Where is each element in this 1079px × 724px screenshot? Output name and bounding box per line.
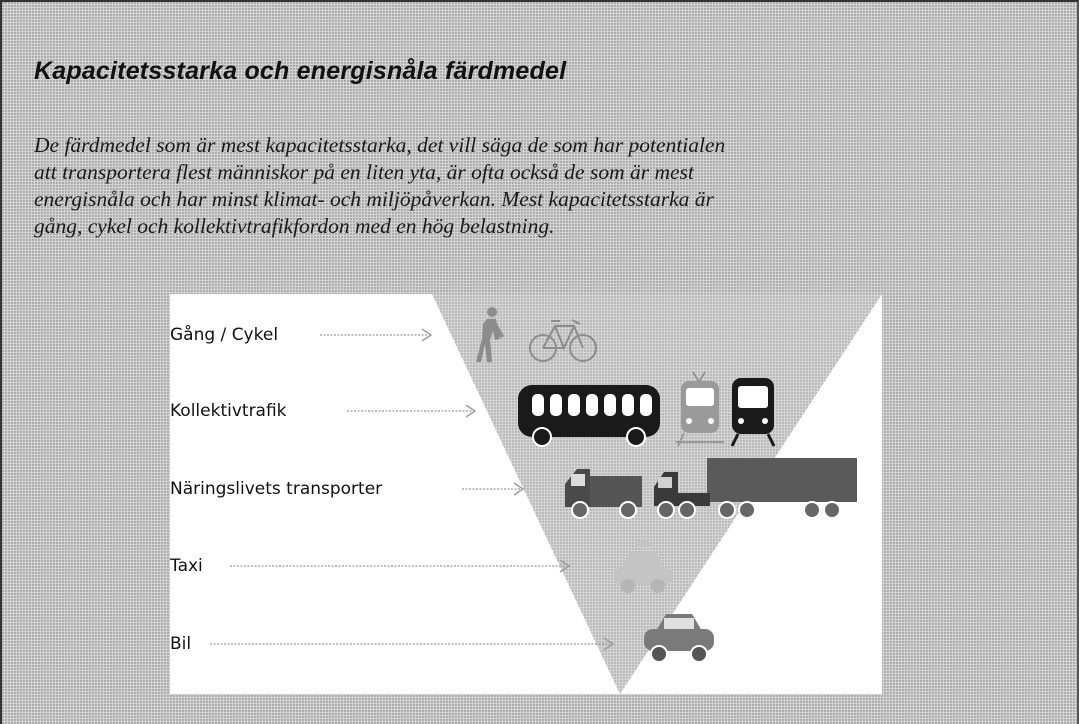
arrow-head-taxi — [559, 559, 571, 573]
bicycle-icon — [529, 319, 597, 362]
mode-label-naringslivets-transporter: Näringslivets transporter — [170, 479, 383, 499]
mode-label-taxi: Taxi — [170, 556, 203, 576]
arrow-head-naringsliv — [513, 482, 525, 496]
transport-pyramid-diagram: Gång / Cykel Kollektivtrafik Näringslive… — [170, 294, 882, 694]
arrow-head-bil — [603, 637, 615, 651]
arrow-head-gang — [421, 328, 433, 342]
mode-label-bil: Bil — [170, 634, 192, 654]
intro-line: energisnåla och har minst klimat- och mi… — [34, 187, 714, 211]
intro-line: De färdmedel som är mest kapacitetsstark… — [34, 133, 726, 157]
truck-icon — [654, 458, 857, 519]
left-white-panel — [170, 294, 620, 694]
intro-line: att transportera flest människor på en l… — [34, 160, 694, 184]
diagram-canvas — [170, 294, 882, 694]
pedestrian-icon — [476, 307, 504, 362]
intro-line: gång, cykel och kollektivtrafikfordon me… — [34, 214, 555, 238]
van-icon — [565, 469, 642, 519]
intro-text: De färdmedel som är mest kapacitetsstark… — [34, 132, 994, 240]
infobox-heading: Kapacitetsstarka och energisnåla färdmed… — [34, 57, 567, 85]
tram-icon — [730, 378, 776, 447]
car-icon — [644, 614, 714, 663]
train-icon — [676, 371, 724, 447]
mode-label-gang-cykel: Gång / Cykel — [170, 325, 279, 345]
bus-icon — [518, 385, 660, 447]
arrow-head-kollektiv — [465, 404, 477, 418]
taxi-icon — [614, 541, 672, 593]
mode-label-kollektivtrafik: Kollektivtrafik — [170, 401, 287, 421]
